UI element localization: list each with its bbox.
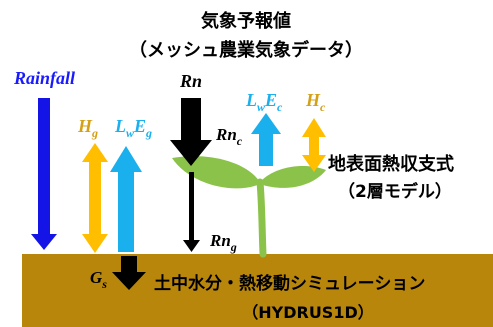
rnc-label: Rnc xyxy=(215,125,243,148)
hg-label: Hg xyxy=(77,116,98,140)
lwec-arrow xyxy=(251,113,281,166)
gs-label: Gs xyxy=(90,268,107,291)
hc-arrow xyxy=(302,118,326,172)
rng-label: Rng xyxy=(209,231,237,254)
soil-model-line1: 土中水分・熱移動シミュレーション xyxy=(154,273,425,294)
header-line1: 気象予報値 xyxy=(201,10,291,32)
soil-layer xyxy=(22,254,493,327)
header-line2: （メッシュ農業気象データ） xyxy=(129,39,363,61)
soil-model-line2: （HYDRUS1D） xyxy=(242,303,374,322)
hg-arrow xyxy=(82,143,108,253)
rng-arrow xyxy=(183,172,200,252)
surface-model-line1: 地表面熱収支式 xyxy=(328,153,454,175)
rainfall-arrow xyxy=(31,98,57,250)
plant-seedling-icon xyxy=(172,156,326,258)
rainfall-label: Rainfall xyxy=(13,68,75,88)
gs-arrow xyxy=(112,256,146,290)
hc-label: Hc xyxy=(305,90,326,114)
lwec-label: LwEc xyxy=(245,90,283,114)
surface-model-line2: （2層モデル） xyxy=(338,181,452,202)
rn-label: Rn xyxy=(179,71,202,91)
rn-arrow xyxy=(170,98,212,166)
lweg-arrow xyxy=(110,146,142,252)
lweg-label: LwEg xyxy=(114,116,152,140)
